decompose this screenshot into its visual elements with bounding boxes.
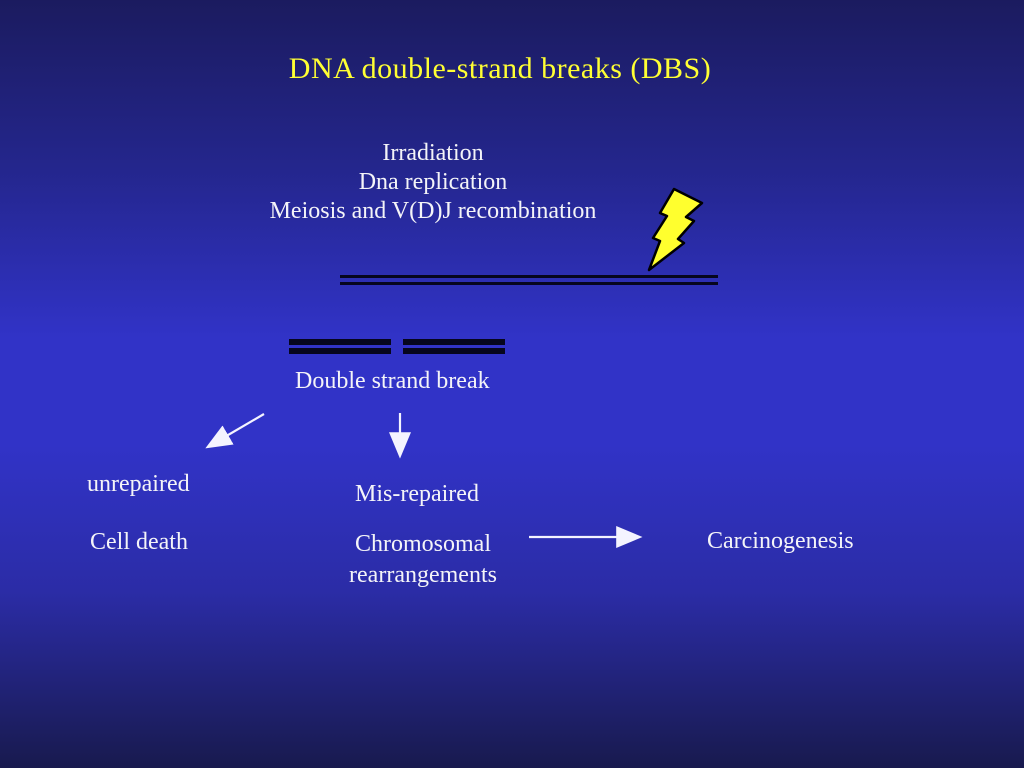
arrow-to-misrepaired-icon (389, 413, 411, 459)
lightning-bolt-icon (647, 187, 704, 272)
dna-strand-broken-left (289, 339, 391, 354)
cause-meiosis-vdj: Meiosis and V(D)J recombination (269, 198, 597, 224)
cause-irradiation: Irradiation (382, 140, 484, 166)
slide-title: DNA double-strand breaks (DBS) (288, 52, 712, 85)
arrow-to-carcinogenesis-icon (529, 526, 643, 548)
chromosomal-line: Chromosomal (355, 531, 491, 557)
dsb-causes-text: Irradiation Dna replication Meiosis and … (133, 139, 733, 226)
unrepaired-label: unrepaired (87, 471, 190, 497)
cell-death-label: Cell death (90, 529, 188, 555)
dna-strand-intact (340, 275, 718, 285)
mis-repaired-label: Mis-repaired (355, 481, 479, 507)
rearrangements-line: rearrangements (349, 562, 497, 588)
cause-dna-replication: Dna replication (358, 169, 508, 195)
double-strand-break-label: Double strand break (295, 368, 490, 394)
arrow-to-unrepaired-icon (205, 413, 265, 449)
dna-strand-broken-right (403, 339, 505, 354)
carcinogenesis-label: Carcinogenesis (707, 528, 854, 554)
chromosomal-rearrangements-label: Chromosomal rearrangements (273, 529, 573, 591)
